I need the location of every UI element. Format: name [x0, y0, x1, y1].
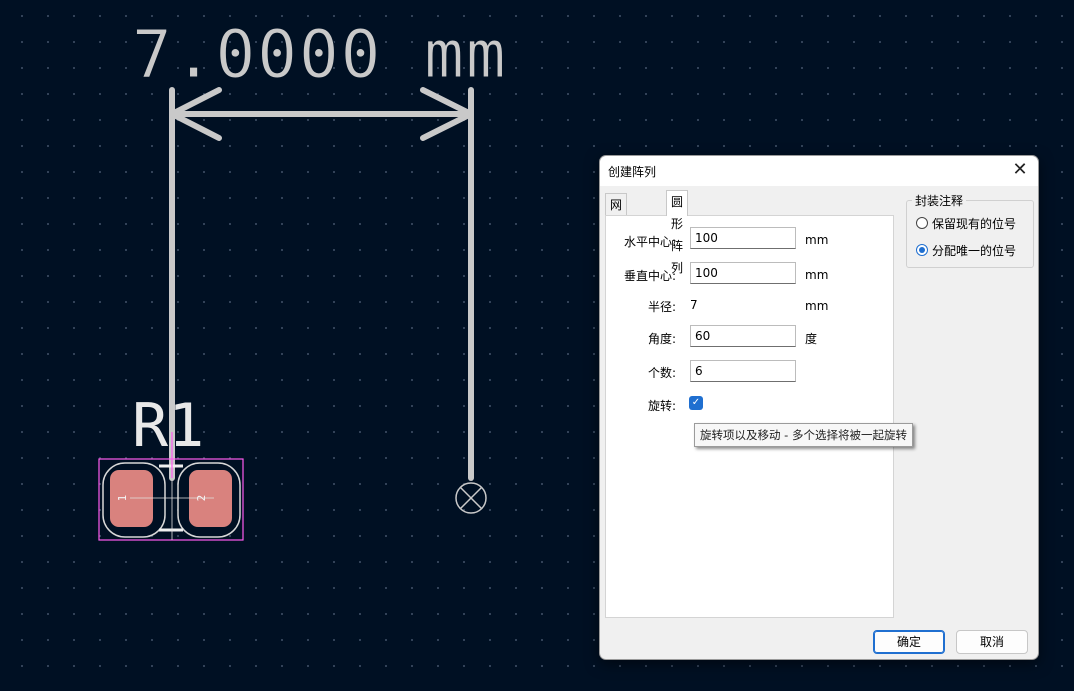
ok-button[interactable]: 确定 — [873, 630, 945, 654]
dimension-text[interactable]: 7.0000 mm — [132, 16, 508, 93]
dimension-graphic[interactable] — [169, 87, 474, 481]
radius-label: 半径: — [647, 300, 676, 314]
pad2-number: 2 — [195, 495, 208, 502]
radius-unit: mm — [805, 299, 829, 313]
angle-unit: 度 — [805, 332, 818, 346]
v-center-label: 垂直中心: — [623, 269, 676, 283]
pad-2 — [189, 470, 232, 527]
keep-existing-refs-radio[interactable]: 保留现有的位号 — [916, 214, 1016, 232]
radio-on-icon — [916, 244, 928, 256]
cancel-button[interactable]: 取消 — [956, 630, 1028, 654]
h-center-unit: mm — [805, 233, 829, 247]
dialog-titlebar[interactable]: 创建阵列 ✕ — [600, 156, 1038, 186]
assign-unique-refs-label: 分配唯一的位号 — [932, 243, 1017, 258]
tab-circular-array[interactable]: 圆形阵列 — [666, 190, 689, 275]
angle-input[interactable] — [690, 325, 796, 347]
h-center-input[interactable] — [690, 227, 796, 249]
pad-1 — [110, 470, 153, 527]
angle-label: 角度: — [647, 332, 676, 346]
keep-existing-refs-label: 保留现有的位号 — [932, 216, 1017, 231]
footprint-r1[interactable]: 1 2 — [98, 432, 244, 541]
count-input[interactable] — [690, 360, 796, 382]
tab-grid-array[interactable]: 网格阵列 — [605, 193, 628, 278]
radius-value: 7 — [690, 298, 698, 312]
dimension-right-arrowhead-top — [420, 87, 474, 117]
rotate-tooltip: 旋转项以及移动 - 多个选择将被一起旋转 — [694, 423, 913, 447]
annotation-group-box — [906, 200, 1034, 268]
radio-off-icon — [916, 217, 928, 229]
count-label: 个数: — [647, 366, 676, 380]
v-center-input[interactable] — [690, 262, 796, 284]
h-center-label: 水平中心: — [623, 235, 676, 249]
assign-unique-refs-radio[interactable]: 分配唯一的位号 — [916, 241, 1016, 259]
v-center-unit: mm — [805, 268, 829, 282]
dimension-left-arrowhead-top — [169, 87, 222, 117]
dimension-right-arrowhead-bottom — [420, 111, 474, 141]
rotate-label: 旋转: — [647, 399, 676, 413]
array-target-marker-icon — [455, 482, 487, 514]
circular-array-panel: 水平中心: mm 垂直中心: mm 半径: 7 mm 角度: 度 个数: 旋转:… — [605, 215, 894, 618]
dimension-left-arrowhead-bottom — [169, 111, 222, 141]
dialog-title: 创建阵列 — [608, 165, 657, 179]
rotate-checkbox[interactable]: ✓ — [689, 396, 703, 410]
reference-designator[interactable]: R1 — [132, 391, 205, 461]
check-icon: ✓ — [691, 397, 701, 408]
courtyard-outline — [98, 458, 244, 541]
create-array-dialog: 创建阵列 ✕ 网格阵列 圆形阵列 水平中心: mm 垂直中心: mm 半径: 7… — [599, 155, 1039, 660]
close-icon[interactable]: ✕ — [1012, 159, 1028, 180]
pad1-number: 1 — [116, 495, 129, 502]
annotation-group-title: 封装注释 — [912, 192, 967, 209]
